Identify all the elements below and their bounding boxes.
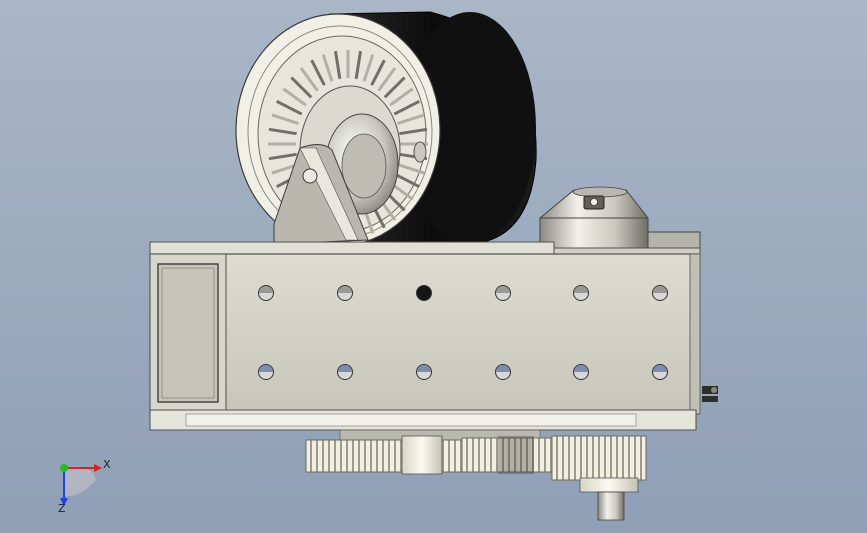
main-frame[interactable]	[149, 241, 718, 431]
rim-spoke	[362, 54, 375, 82]
rim-spoke	[396, 162, 425, 175]
rim-spoke	[299, 67, 319, 92]
mounting-holes	[258, 285, 668, 380]
rim-spoke	[389, 87, 414, 107]
axle-bolt	[302, 168, 318, 184]
fork-bracket[interactable]	[273, 144, 369, 245]
side-bolt	[702, 386, 718, 394]
hole-shadow	[417, 365, 431, 372]
rim-spoke	[310, 59, 326, 86]
hole-shadow	[259, 365, 273, 372]
rim-spoke	[268, 152, 297, 161]
hole-shadow	[574, 365, 588, 372]
output-shaft	[597, 491, 625, 521]
rim-spoke	[282, 87, 307, 107]
rim-spoke	[383, 76, 406, 99]
rim-spoke	[396, 113, 425, 126]
hole-shadow	[496, 365, 510, 372]
mounting-hole	[416, 285, 432, 301]
rim-spoke	[377, 67, 397, 92]
rim-spoke	[399, 127, 428, 136]
tire-back-face	[404, 12, 536, 244]
rim-spoke	[271, 113, 300, 126]
motor-housing[interactable]	[539, 186, 701, 255]
hole-shadow	[653, 365, 667, 372]
y-axis-dot	[60, 464, 68, 472]
rim-spoke	[290, 76, 313, 99]
rim-spoke	[334, 50, 342, 80]
rim-spoke	[321, 54, 334, 82]
hole-shadow	[653, 286, 667, 293]
rim-spoke	[276, 99, 303, 116]
view-triad[interactable]	[60, 464, 102, 506]
rim-spoke	[354, 50, 362, 80]
rim-spoke	[393, 172, 420, 189]
gear-middle	[461, 437, 559, 473]
end-plate-window	[157, 263, 219, 403]
hole-shadow	[338, 365, 352, 372]
hole-shadow	[496, 286, 510, 293]
hole-shadow	[259, 286, 273, 293]
rim-spoke	[370, 59, 386, 86]
hole-shadow	[338, 286, 352, 293]
rim-spoke	[393, 99, 420, 116]
rim-spoke	[268, 127, 297, 136]
gear-train[interactable]	[305, 429, 647, 521]
hole-shadow	[574, 286, 588, 293]
gear-right	[551, 435, 647, 481]
